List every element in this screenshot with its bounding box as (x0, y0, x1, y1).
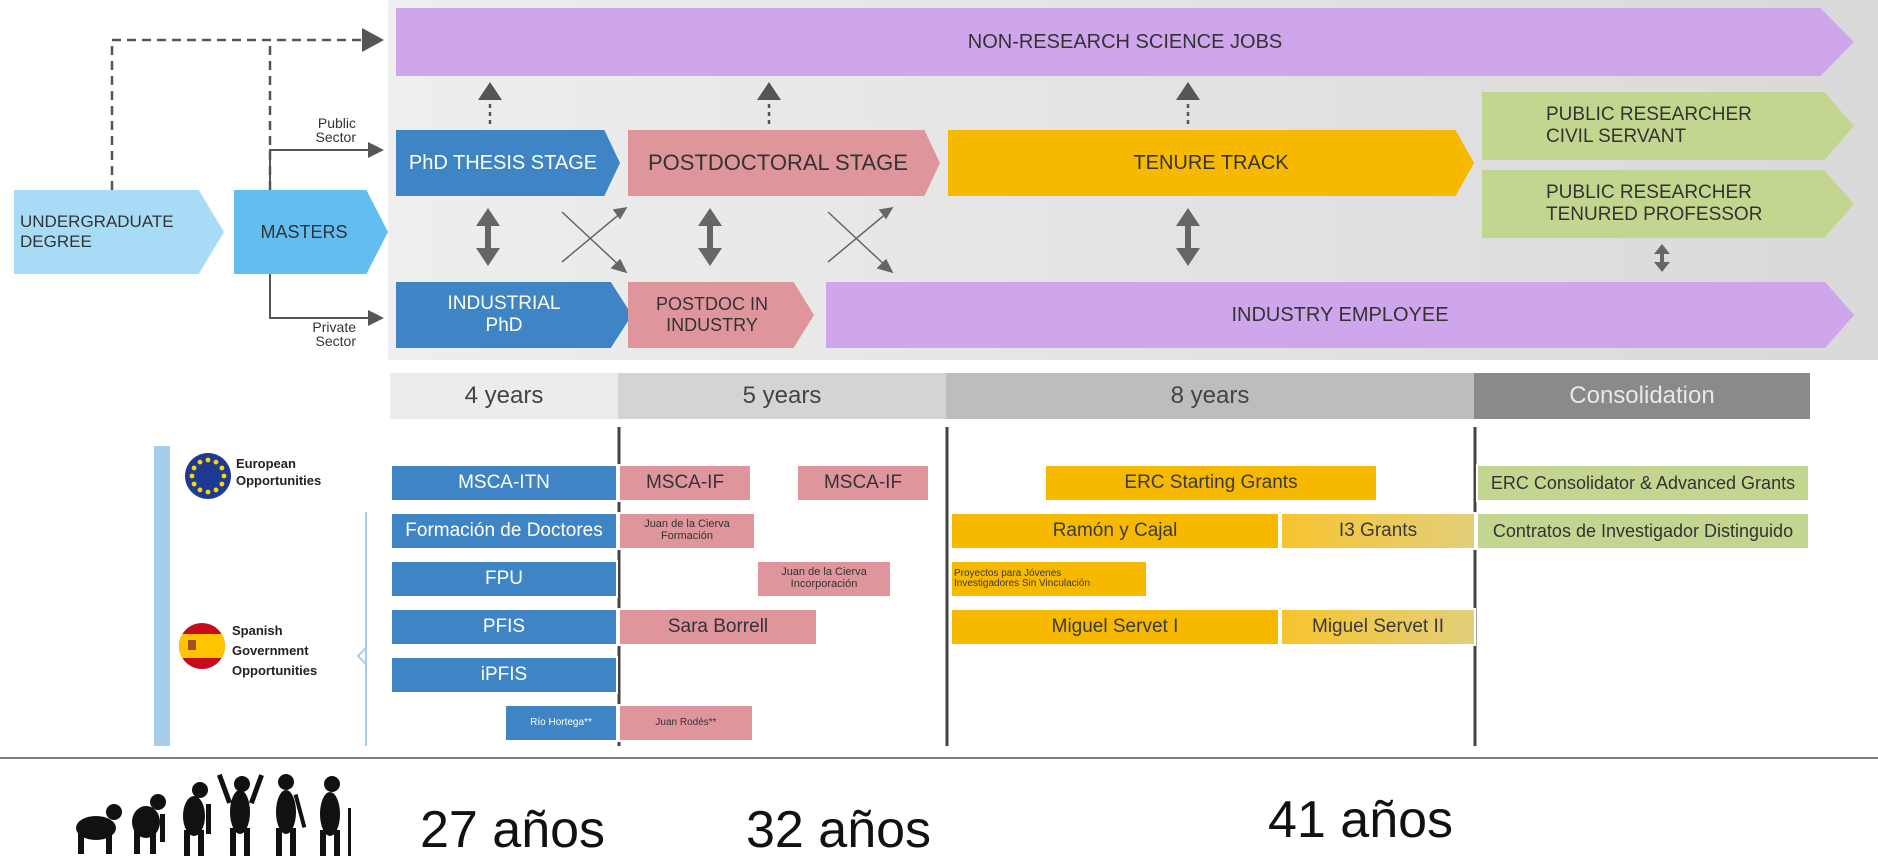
hominid-figure-3 (183, 782, 211, 856)
tenure-track-label: TENURE TRACK (1133, 151, 1289, 174)
private-sector-label: Private Sector (312, 319, 356, 349)
masters-label: MASTERS (260, 221, 348, 242)
grant-erc-consolidator-advanced: ERC Consolidator & Advanced Grants (1476, 464, 1810, 502)
grant-rio-hortega: Río Hortega** (504, 704, 618, 742)
grant-pfis: PFIS (390, 608, 618, 646)
non-research-jobs-label: NON-RESEARCH SCIENCE JOBS (967, 30, 1283, 53)
postdoctoral-stage-box: POSTDOCTORAL STAGE (628, 130, 940, 196)
industrial-phd-box: INDUSTRIAL PhD (396, 282, 632, 348)
industry-employee-label: INDUSTRY EMPLOYEE (1231, 303, 1449, 326)
grant-juan-rodes: Juan Rodés** (618, 704, 754, 742)
eu-flag-icon (184, 452, 232, 500)
grant-sara-borrell: Sara Borrell (618, 608, 818, 646)
postdoctoral-stage-label: POSTDOCTORAL STAGE (648, 150, 908, 176)
spanish-government-opportunities-label: Spanish Government Opportunities (232, 623, 318, 679)
ape-figure-1 (76, 804, 122, 854)
grant-erc-starting: ERC Starting Grants (1044, 464, 1378, 502)
period-5-years: 5 years (618, 373, 946, 419)
grant-contratos-investigador-distinguido: Contratos de Investigador Distinguido (1476, 512, 1810, 550)
age-41: 41 años (1268, 791, 1454, 849)
grant-miguel-servet-1: Miguel Servet I (950, 608, 1280, 646)
grant-miguel-servet-2: Miguel Servet II (1280, 608, 1476, 646)
non-research-jobs-box: NON-RESEARCH SCIENCE JOBS (396, 8, 1854, 76)
period-8-years: 8 years (946, 373, 1474, 419)
public-researcher-tenured-professor-box: PUBLIC RESEARCHER TENURED PROFESSOR (1482, 170, 1854, 238)
up-arrow-tenure (1176, 82, 1200, 124)
spain-flag-icon (178, 622, 226, 670)
double-arrow-tenure (1176, 208, 1200, 266)
grant-msca-itn: MSCA-ITN (390, 464, 618, 502)
grant-juan-de-la-cierva-formacion: Juan de la Cierva Formación (618, 512, 756, 550)
grant-ipfis: iPFIS (390, 656, 618, 694)
public-researcher-civil-servant-box: PUBLIC RESEARCHER CIVIL SERVANT (1482, 92, 1854, 160)
human-figure-5 (276, 774, 307, 856)
double-arrow-postdoc (698, 208, 722, 266)
age-32: 32 años (746, 801, 932, 859)
grant-ramon-y-cajal: Ramón y Cajal (950, 512, 1280, 550)
human-evolution-icon (70, 764, 370, 860)
grant-i3: I3 Grants (1280, 512, 1476, 550)
arrowhead-public (368, 142, 384, 158)
public-researcher-civil-servant-label: PUBLIC RESEARCHER CIVIL SERVANT (1546, 104, 1752, 147)
undergraduate-degree-label: UNDERGRADUATE DEGREE (20, 212, 174, 251)
grant-fpu: FPU (390, 560, 618, 598)
grant-msca-if-1: MSCA-IF (618, 464, 752, 502)
masters-box: MASTERS (234, 190, 388, 274)
hominid-figure-4 (216, 773, 264, 856)
cross-arrows-2 (827, 206, 894, 274)
up-arrow-postdoc (757, 82, 781, 124)
double-arrow-public-researcher (1654, 244, 1670, 272)
grant-juan-de-la-cierva-incorporacion: Juan de la Cierva Incorporación (756, 560, 892, 598)
cross-arrows-1 (561, 206, 628, 274)
age-27: 27 años (420, 801, 606, 859)
tenure-track-box: TENURE TRACK (948, 130, 1474, 196)
postdoc-in-industry-label: POSTDOC IN INDUSTRY (655, 294, 768, 335)
double-arrow-phd (476, 208, 500, 266)
grant-msca-if-2: MSCA-IF (796, 464, 930, 502)
grant-proyectos-jovenes-investigadores: Proyectos para Jóvenes Investigadores Si… (950, 560, 1148, 598)
period-consolidation: Consolidation (1474, 373, 1810, 419)
branch-private (269, 270, 380, 319)
industry-employee-box: INDUSTRY EMPLOYEE (826, 282, 1854, 348)
arrowhead-non-research (362, 28, 384, 52)
up-arrow-phd (478, 82, 502, 124)
arrowhead-private (368, 310, 384, 326)
postdoc-in-industry-box: POSTDOC IN INDUSTRY (628, 282, 814, 348)
phd-thesis-stage-label: PhD THESIS STAGE (408, 151, 598, 174)
european-opportunities-label: European Opportunities (236, 456, 322, 488)
opportunities-accent-bar (154, 446, 170, 746)
branch-public (269, 149, 380, 190)
elder-figure-6 (320, 776, 351, 856)
public-researcher-tenured-professor-label: PUBLIC RESEARCHER TENURED PROFESSOR (1546, 182, 1763, 225)
opportunities-bracket-notch (356, 647, 367, 665)
undergraduate-degree-box: UNDERGRADUATE DEGREE (14, 190, 224, 274)
grant-formacion-doctores: Formación de Doctores (390, 512, 618, 550)
ape-figure-2 (132, 794, 166, 854)
public-sector-label: Public Sector (315, 115, 356, 145)
dashed-path-undergrad (110, 38, 380, 190)
industrial-phd-label: INDUSTRIAL PhD (447, 293, 561, 336)
phd-thesis-stage-box: PhD THESIS STAGE (396, 130, 620, 196)
period-4-years: 4 years (390, 373, 618, 419)
